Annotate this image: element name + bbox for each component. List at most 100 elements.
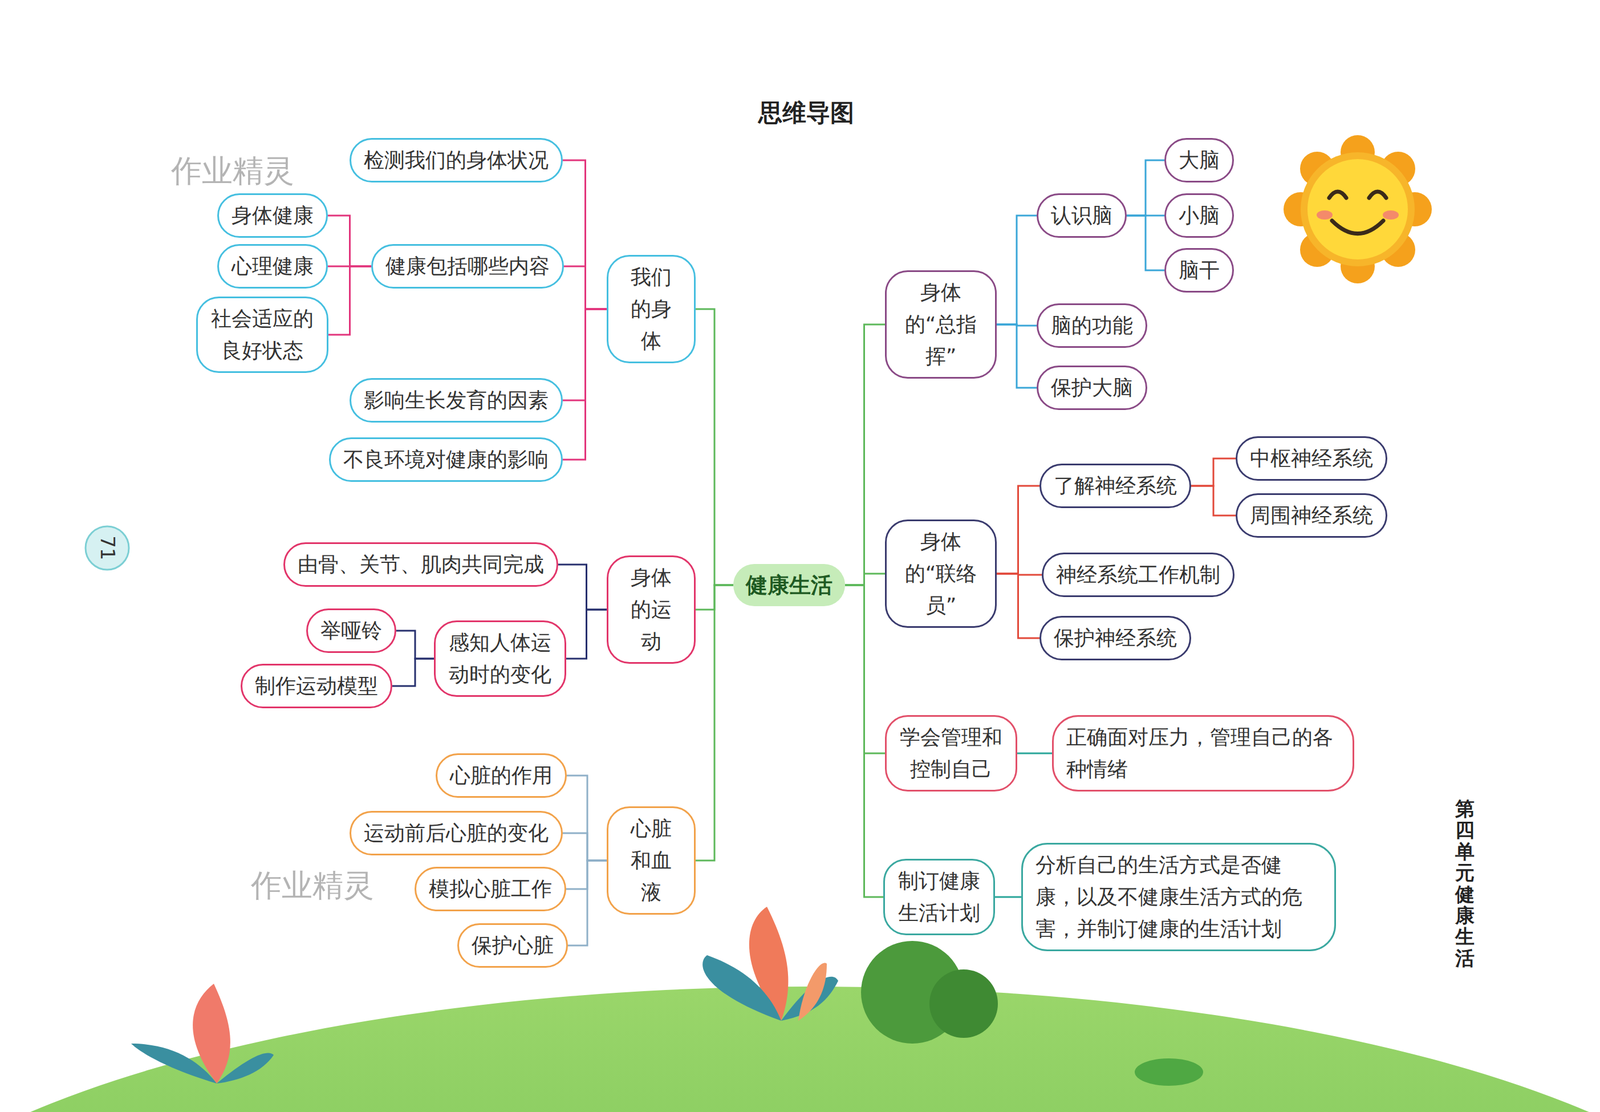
topic-text: 影响生长发育的因素 — [363, 384, 549, 417]
topic-text: 不良环境对健康的影响 — [343, 443, 549, 476]
bush — [861, 940, 1204, 1086]
topic-text: 保护大脑 — [1050, 371, 1134, 404]
branch-line — [1191, 485, 1236, 516]
branch-line — [1126, 215, 1165, 271]
branch-line — [327, 215, 372, 267]
topic-text: 健康包括哪些内容 — [385, 250, 550, 283]
topic-box: 身体的“总指挥” — [884, 270, 997, 379]
topic-box: 社会适应的良好状态 — [196, 296, 329, 373]
plant — [702, 906, 839, 1021]
branch-line — [695, 585, 734, 861]
topic-text: 身体的“联络员” — [899, 525, 983, 621]
topic-box: 健康包括哪些内容 — [371, 244, 564, 289]
topic-text: 身体的“总指挥” — [899, 276, 983, 372]
smiling-sun — [1283, 135, 1432, 284]
topic-box: 中枢神经系统 — [1235, 436, 1388, 481]
topic-box: 我们的身体 — [606, 254, 696, 363]
topic-text: 学会管理和控制自己 — [899, 721, 1003, 786]
topic-box: 神经系统工作机制 — [1041, 552, 1235, 598]
topic-box: 身体的“联络员” — [884, 519, 997, 628]
topic-box: 模拟心脏工作 — [414, 866, 567, 912]
topic-text: 社会适应的良好状态 — [210, 302, 315, 367]
topic-text: 模拟心脏工作 — [428, 872, 552, 905]
branch-line — [996, 485, 1040, 574]
topic-text: 正确面对压力，管理自己的各种情绪 — [1066, 721, 1340, 786]
topic-box: 正确面对压力，管理自己的各种情绪 — [1052, 715, 1355, 792]
topic-text: 神经系统工作机制 — [1056, 558, 1221, 591]
topic-text: 脑干 — [1178, 254, 1220, 287]
topic-text: 中枢神经系统 — [1249, 442, 1374, 475]
topic-text: 认识脑 — [1050, 199, 1113, 232]
topic-text: 保护神经系统 — [1053, 622, 1177, 655]
topic-text: 心脏和血液 — [620, 812, 682, 908]
topic-box: 由骨、关节、肌肉共同完成 — [283, 542, 559, 587]
branch-line — [996, 215, 1037, 325]
topic-box: 保护大脑 — [1036, 365, 1148, 410]
topic-text: 了解神经系统 — [1053, 469, 1177, 502]
topic-text: 身体健康 — [231, 199, 314, 232]
topic-box: 小脑 — [1164, 193, 1234, 238]
branch-line — [566, 609, 607, 659]
topic-box: 身体的运动 — [606, 555, 696, 664]
branch-line — [558, 564, 607, 610]
branch-line — [1017, 752, 1053, 755]
topic-box: 不良环境对健康的影响 — [329, 437, 563, 482]
topic-text: 心理健康 — [231, 250, 314, 283]
topic-box: 分析自己的生活方式是否健康，以及不健康生活方式的危害，并制订健康的生活计划 — [1021, 842, 1336, 951]
branch-line — [996, 573, 1040, 639]
topic-box: 脑的功能 — [1036, 303, 1148, 348]
page-number: 71 — [93, 532, 121, 564]
topic-box: 心理健康 — [217, 244, 328, 289]
central-topic: 健康生活 — [733, 563, 846, 607]
topic-text: 健康生活 — [745, 568, 833, 603]
branch-line — [328, 266, 372, 335]
topic-box: 制订健康生活计划 — [883, 858, 996, 936]
branch-line — [392, 658, 434, 686]
topic-box: 认识脑 — [1036, 193, 1127, 238]
topic-text: 由骨、关节、肌肉共同完成 — [297, 548, 544, 581]
topic-text: 感知人体运动时的变化 — [448, 626, 552, 691]
page-badge — [85, 526, 129, 570]
topic-text: 小脑 — [1178, 199, 1220, 232]
topic-text: 制作运动模型 — [254, 669, 379, 702]
topic-box: 运动前后心脏的变化 — [349, 810, 563, 856]
unit-heading: 第四单元 健康生活 — [1455, 798, 1475, 969]
plant — [131, 983, 274, 1084]
topic-text: 脑的功能 — [1050, 309, 1134, 342]
branch-line — [562, 309, 607, 460]
topic-box: 制作运动模型 — [240, 663, 393, 709]
branch-line — [1191, 458, 1236, 486]
topic-box: 保护心脏 — [457, 923, 568, 968]
branch-line — [563, 266, 607, 310]
branch-line — [845, 585, 884, 897]
watermark: 作业精灵 — [171, 149, 295, 193]
topic-text: 制订健康生活计划 — [897, 865, 981, 929]
branch-line — [996, 324, 1037, 388]
topic-text: 分析自己的生活方式是否健康，以及不健康生活方式的危害，并制订健康的生活计划 — [1035, 849, 1322, 945]
branch-line — [1126, 160, 1165, 216]
topic-box: 心脏和血液 — [606, 806, 696, 915]
topic-box: 周围神经系统 — [1235, 493, 1388, 538]
topic-text: 周围神经系统 — [1249, 499, 1374, 532]
branch-line — [845, 324, 885, 586]
topic-text: 保护心脏 — [471, 929, 554, 962]
topic-text: 心脏的作用 — [449, 759, 553, 792]
branch-line — [845, 573, 885, 586]
branch-line — [562, 833, 607, 861]
topic-box: 举哑铃 — [306, 608, 397, 653]
topic-box: 保护神经系统 — [1039, 615, 1192, 661]
watermark: 作业精灵 — [250, 863, 375, 908]
branch-line — [562, 160, 607, 310]
topic-text: 运动前后心脏的变化 — [363, 817, 549, 850]
topic-text: 检测我们的身体状况 — [363, 144, 549, 177]
topic-box: 影响生长发育的因素 — [349, 378, 563, 423]
branch-line — [567, 860, 607, 946]
topic-text: 身体的运动 — [620, 561, 682, 657]
topic-box: 大脑 — [1164, 137, 1234, 183]
branch-line — [396, 630, 434, 659]
diagram-title: 思维导图 — [692, 96, 921, 129]
branch-line — [695, 309, 734, 586]
topic-text: 大脑 — [1178, 144, 1220, 177]
topic-box: 感知人体运动时的变化 — [433, 620, 567, 697]
